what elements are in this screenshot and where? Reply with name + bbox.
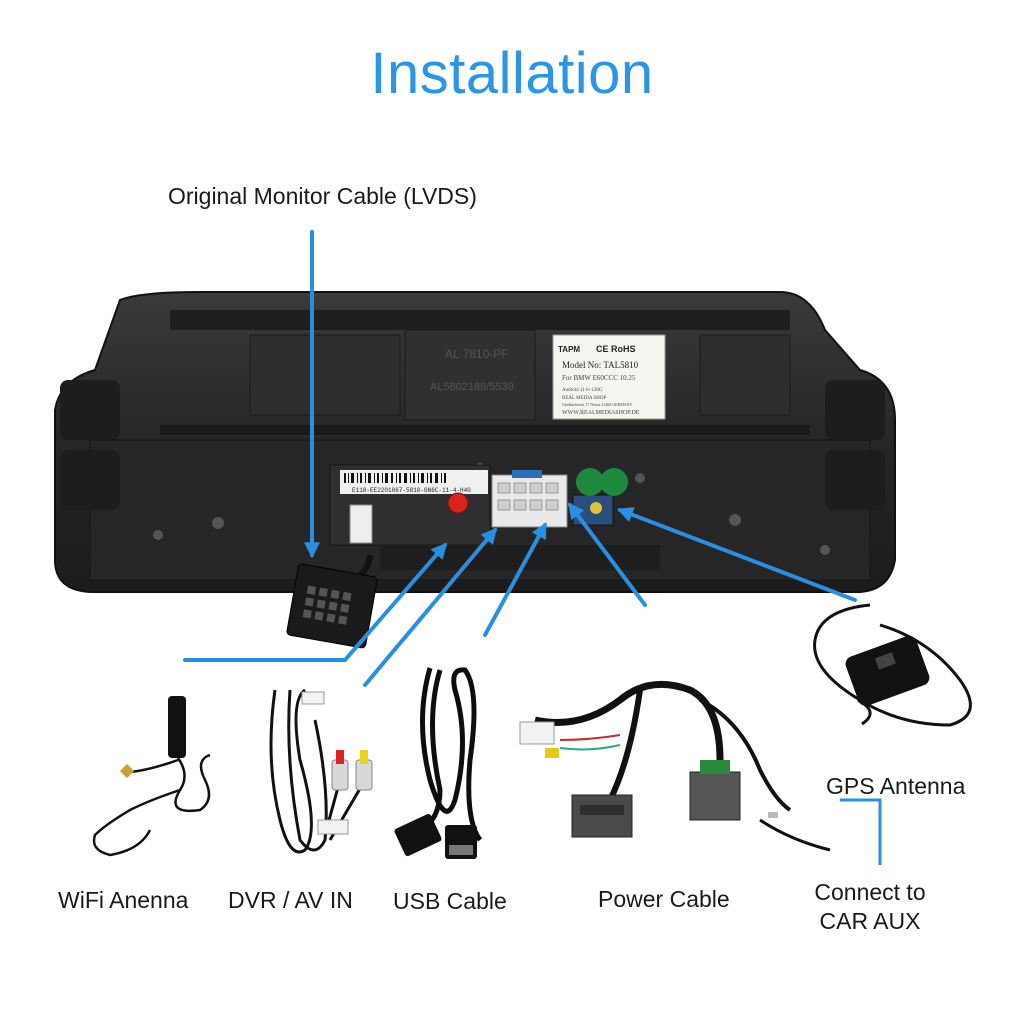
sticker-marks: CE RoHS (596, 344, 636, 354)
car-aux-label: Connect to CAR AUX (790, 878, 950, 936)
arrow-gps (617, 507, 857, 602)
car-aux-line1: Connect to (814, 879, 926, 905)
label-sticker: TAPM CE RoHS Model No: TAL5810 For BMW E… (552, 334, 666, 420)
wifi-antenna-image (92, 696, 211, 857)
sticker-line1: Android 11 6+128G (562, 388, 603, 393)
arrow-wifi (183, 542, 448, 662)
sticker-model: Model No: TAL5810 (562, 360, 639, 370)
arrow-dvr (363, 527, 498, 687)
sticker-line2: REAL MEDIA SHOP (562, 396, 606, 401)
sticker-line3: Gladbacherstr 17 Neuss 41460 GERMANY (562, 402, 633, 407)
arrow-usb (483, 522, 547, 637)
power-cable-label: Power Cable (598, 886, 730, 912)
head-unit-housing: AL 7810-PF AL5802188/5539 (54, 291, 896, 593)
sticker-url: WWW.REALMEDIASHOP.DE (562, 410, 640, 416)
page-title: Installation (370, 41, 654, 106)
dvr-av-cable-image (269, 688, 373, 854)
lvds-cable-label: Original Monitor Cable (LVDS) (168, 183, 477, 209)
sticker-for: For BMW E60CCC 10.25 (562, 374, 636, 382)
connector-panel: E118-EE2201067-5810-GN6C-11-4-H4G (329, 464, 660, 570)
wifi-antenna-label: WiFi Anenna (58, 887, 189, 913)
gps-antenna-label: GPS Antenna (826, 773, 966, 799)
dvr-av-in-label: DVR / AV IN (228, 887, 353, 913)
usb-cable-label: USB Cable (393, 888, 507, 914)
power-cable-image (519, 680, 831, 852)
lvds-plug (286, 554, 378, 649)
car-aux-line2: CAR AUX (819, 908, 921, 934)
model-plate-text: AL 7810-PF (445, 347, 509, 361)
barcode-text: E118-EE2201067-5810-GN6C-11-4-H4G (352, 487, 471, 494)
usb-cable-image (394, 667, 483, 859)
sticker-brand: TAPM (558, 345, 580, 354)
red-button (447, 492, 469, 514)
gps-antenna-image (813, 603, 972, 727)
serial-text: AL5802188/5539 (430, 381, 514, 393)
arrow-power (568, 502, 647, 607)
pointer-lines (183, 230, 857, 687)
aux-bracket (840, 798, 882, 865)
